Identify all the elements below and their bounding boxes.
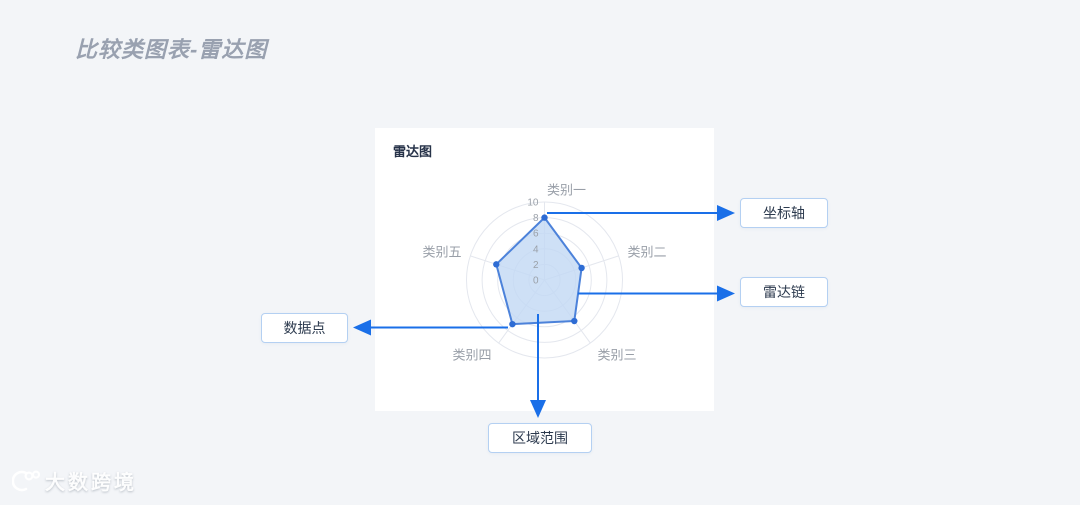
chart-card-title: 雷达图 [393, 144, 433, 159]
radar-category-label: 类别二 [628, 245, 667, 260]
radar-data-point [509, 320, 516, 328]
callout-label: 雷达链 [763, 284, 805, 300]
radar-category-label: 类别三 [598, 348, 637, 363]
radar-data-point [578, 264, 585, 272]
callout-coordinate-axis: 坐标轴 [740, 198, 828, 228]
radar-category-label: 类别一 [547, 183, 586, 198]
100-logo-icon [12, 470, 40, 491]
radar-tick-label: 4 [533, 244, 539, 255]
callout-radar-chain: 雷达链 [740, 277, 828, 307]
brand-watermark: 大数跨境 [12, 466, 137, 495]
radar-data-point [493, 261, 500, 268]
callout-label: 数据点 [283, 320, 326, 336]
radar-data-point [571, 317, 578, 325]
radar-data-point [541, 214, 548, 221]
callout-area-range: 区域范围 [488, 423, 592, 453]
callout-label: 区域范围 [512, 430, 568, 446]
radar-category-label: 类别五 [422, 245, 461, 260]
radar-tick-label: 8 [533, 213, 539, 224]
brand-name: 大数跨境 [45, 472, 137, 494]
radar-category-label: 类别四 [452, 348, 491, 363]
callout-label: 坐标轴 [763, 205, 805, 221]
callout-data-point: 数据点 [261, 313, 348, 343]
radar-tick-label: 6 [533, 229, 539, 240]
radar-tick-label: 2 [533, 260, 539, 271]
radar-tick-label: 10 [527, 198, 539, 209]
radar-tick-label: 0 [533, 276, 539, 287]
radar-area [495, 216, 583, 326]
page-title: 比较类图表-雷达图 [75, 37, 268, 62]
